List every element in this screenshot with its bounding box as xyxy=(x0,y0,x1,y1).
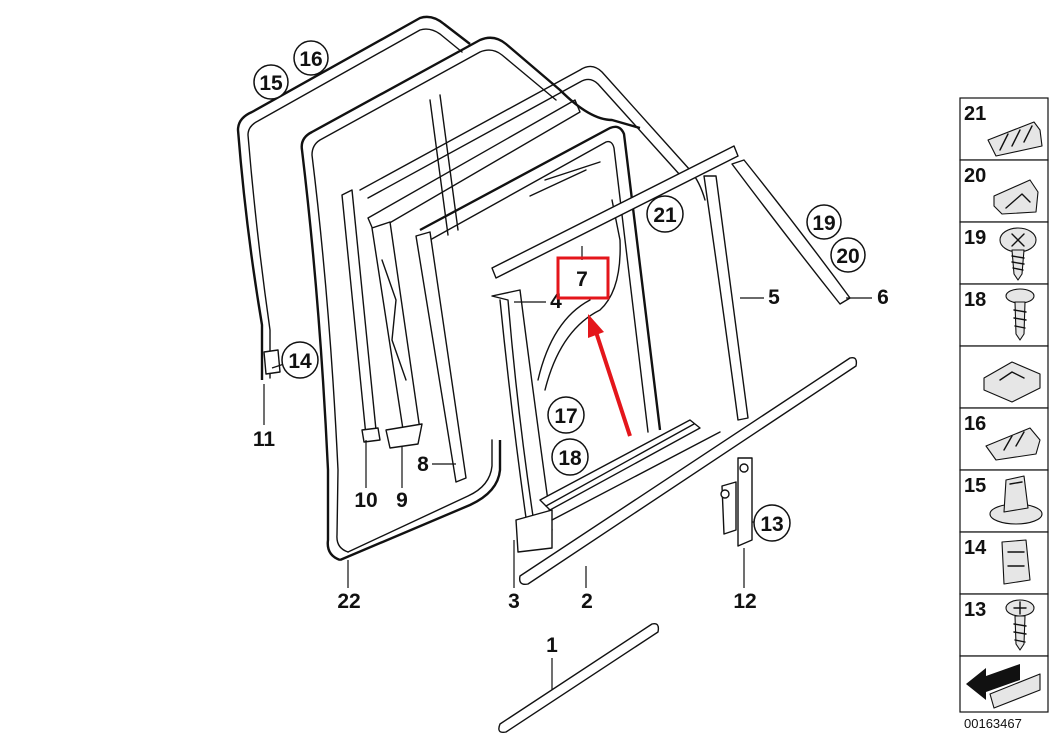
door-glass xyxy=(537,199,621,391)
screw-13-icon xyxy=(1005,599,1035,651)
svg-text:21: 21 xyxy=(653,204,677,227)
clip-20-icon xyxy=(993,179,1039,215)
red-arrow xyxy=(588,314,632,437)
svg-text:16: 16 xyxy=(964,413,986,435)
svg-text:14: 14 xyxy=(964,537,987,559)
svg-text:19: 19 xyxy=(812,212,835,235)
callout-16: 16 xyxy=(293,40,329,76)
label-8: 8 xyxy=(417,453,429,476)
svg-text:16: 16 xyxy=(299,48,322,71)
svg-text:13: 13 xyxy=(964,599,986,621)
label-10: 10 xyxy=(354,489,377,512)
svg-text:20: 20 xyxy=(836,245,859,268)
door-frame-top xyxy=(359,65,706,236)
svg-text:19: 19 xyxy=(964,227,986,249)
svg-text:20: 20 xyxy=(964,165,986,187)
part-9-strip xyxy=(367,99,581,449)
clip-21-icon xyxy=(987,121,1043,157)
label-12: 12 xyxy=(733,590,756,613)
clip-14-icon xyxy=(1001,539,1031,585)
svg-text:15: 15 xyxy=(259,72,283,95)
part-11-seal xyxy=(236,15,471,380)
label-3: 3 xyxy=(508,590,520,613)
screw-19-icon xyxy=(999,227,1037,281)
clip-15-icon xyxy=(989,475,1043,525)
part-7-strip xyxy=(491,145,739,279)
part-8-channel xyxy=(415,125,662,483)
callout-21: 21 xyxy=(646,195,684,233)
highlight-part-7: 7 xyxy=(556,256,610,300)
callout-19: 19 xyxy=(806,204,842,240)
direction-arrow-icon xyxy=(966,664,1041,709)
label-7: 7 xyxy=(576,268,588,291)
legend-panel: 21 20 19 18 xyxy=(959,97,1049,713)
label-1: 1 xyxy=(546,634,558,657)
part-1-strip xyxy=(498,622,660,734)
part-12-guide xyxy=(720,457,753,547)
svg-text:18: 18 xyxy=(558,447,582,470)
part-3-channel xyxy=(491,289,553,553)
label-2: 2 xyxy=(581,590,593,613)
svg-text:21: 21 xyxy=(964,103,986,125)
part-5-channel xyxy=(703,175,749,421)
reference-number: 00163467 xyxy=(964,716,1022,731)
label-4: 4 xyxy=(550,290,562,313)
svg-text:13: 13 xyxy=(760,513,783,536)
callout-14: 14 xyxy=(281,341,319,379)
svg-text:17: 17 xyxy=(554,405,577,428)
callout-17: 17 xyxy=(547,396,585,434)
nut-icon xyxy=(983,361,1041,403)
label-22: 22 xyxy=(337,590,360,613)
callout-13: 13 xyxy=(753,504,791,542)
svg-text:15: 15 xyxy=(964,475,986,497)
screw-18-icon xyxy=(1005,288,1035,341)
svg-text:18: 18 xyxy=(964,289,986,311)
callout-15: 15 xyxy=(253,64,289,100)
svg-text:14: 14 xyxy=(288,350,312,373)
callout-20: 20 xyxy=(830,237,866,273)
label-5: 5 xyxy=(768,286,780,309)
part-22-seal xyxy=(300,36,641,562)
part-2-strip xyxy=(518,356,858,586)
callout-18: 18 xyxy=(551,438,589,476)
clip-16-icon xyxy=(985,427,1041,461)
label-6: 6 xyxy=(877,286,889,309)
label-11: 11 xyxy=(253,428,276,451)
part-10-channel xyxy=(341,189,381,443)
label-9: 9 xyxy=(396,489,408,512)
